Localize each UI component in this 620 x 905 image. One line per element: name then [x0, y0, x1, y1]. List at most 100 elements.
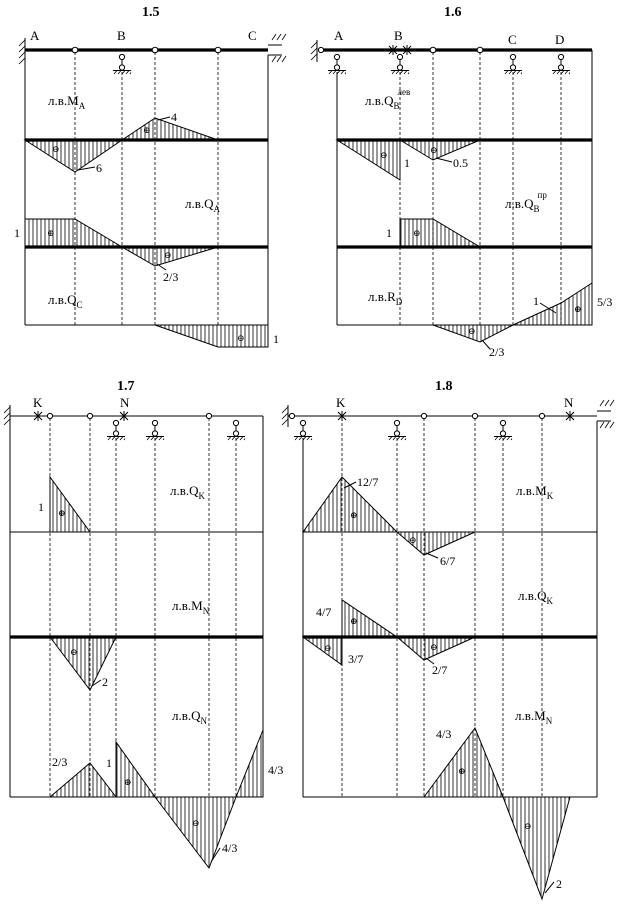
value-label: 1 — [404, 156, 410, 170]
diagram-area-negative — [502, 796, 571, 901]
diagram-label-rd: л.в.RD — [368, 289, 403, 307]
svg-text:⊖: ⊖ — [52, 144, 60, 154]
hinge — [471, 412, 479, 420]
diagram-label-qn: л.в.QN — [172, 708, 208, 726]
diagram-label-qb-left: л.в.QBлев — [365, 87, 410, 111]
diagram-area-positive — [423, 726, 504, 798]
panel-title: 1.6 — [444, 5, 462, 20]
diagram-area-negative — [154, 324, 269, 348]
svg-text:⊖: ⊖ — [192, 818, 200, 828]
diagram-label-qa: л.в.QA — [185, 196, 221, 214]
value-label: 0.5 — [453, 156, 468, 170]
diagram-area-positive — [115, 740, 156, 798]
value-label: 1 — [533, 294, 539, 308]
node-label-c: C — [248, 28, 257, 43]
hinge — [205, 412, 213, 420]
hinge — [476, 46, 484, 54]
svg-text:⊕: ⊕ — [58, 508, 66, 518]
diagram-area-negative — [395, 531, 476, 556]
node-label-a: A — [334, 28, 344, 43]
node-label-k: K — [336, 395, 346, 410]
value-label: 1 — [106, 756, 112, 770]
pin-support — [293, 419, 313, 441]
pin-support — [493, 419, 513, 441]
panel-1-5: 1.5 A B C ⊖ ⊕ л.в.MA 4 6 — [14, 5, 287, 348]
hinge — [214, 46, 222, 54]
diagram-area-negative — [335, 139, 401, 181]
value-label: 2/3 — [163, 270, 178, 284]
diagram-label-qk: л.в.QK — [518, 588, 554, 606]
pin-support — [226, 419, 246, 441]
svg-text:⊖: ⊖ — [409, 535, 417, 545]
svg-text:⊖: ⊖ — [380, 150, 388, 160]
value-label: 4/3 — [268, 763, 283, 777]
diagram-area-negative — [153, 796, 237, 870]
panel-1-7: 1.7 K N ⊕ л.в.QK 1 ⊖ л.в.MN 2 — [3, 379, 283, 870]
value-label: 1 — [273, 332, 279, 346]
diagram-area-negative — [395, 636, 476, 661]
node-label-d: D — [555, 32, 564, 47]
diagram-area-negative — [301, 636, 343, 666]
node-label-k: K — [33, 395, 43, 410]
svg-text:⊖: ⊖ — [468, 326, 476, 336]
pin-support — [551, 53, 571, 75]
value-label: 4/7 — [316, 605, 331, 619]
pin-support — [327, 53, 347, 75]
panel-title: 1.5 — [142, 5, 160, 20]
panel-1-8: 1.8 K N ⊕ ⊖ л.в.MK 12/7 6/7 — [281, 379, 615, 901]
pin-support — [112, 53, 132, 75]
pin-support — [145, 419, 165, 441]
svg-text:⊖: ⊖ — [237, 333, 245, 343]
hinge — [538, 412, 546, 420]
value-label: 6 — [96, 161, 102, 175]
diagram-label-qb-right: л.в.QBпр — [505, 190, 547, 214]
svg-text:⊕: ⊕ — [350, 616, 358, 626]
node-label-n: N — [120, 395, 130, 410]
svg-text:⊕: ⊕ — [413, 228, 421, 238]
svg-text:⊕: ⊕ — [124, 777, 132, 787]
hinge — [86, 412, 94, 420]
value-label: 2 — [102, 675, 108, 689]
value-label: 4 — [171, 110, 177, 124]
diagram-label-qk: л.в.QK — [170, 483, 206, 501]
hinge — [151, 46, 159, 54]
wall-hatching — [18, 39, 26, 65]
svg-text:⊖: ⊖ — [324, 643, 332, 653]
value-label: 4/3 — [436, 727, 451, 741]
value-label: 2/7 — [432, 663, 447, 677]
hinge — [71, 46, 79, 54]
panel-title: 1.8 — [435, 379, 453, 394]
pin-support — [387, 419, 407, 441]
panel-1-6: 1.6 A B C D ⊖ ⊖ л.в.QBлев 1 0.5 — [310, 5, 612, 359]
node-label-b: B — [117, 28, 126, 43]
node-label-c: C — [508, 32, 517, 47]
pin-support — [390, 53, 410, 75]
svg-text:⊖: ⊖ — [430, 642, 438, 652]
diagram-area-positive — [49, 475, 91, 533]
node-label-a: A — [30, 28, 40, 43]
svg-text:⊕: ⊕ — [47, 228, 55, 238]
diagram-area-positive — [399, 218, 482, 248]
svg-text:⊖: ⊖ — [164, 250, 172, 260]
panel-title: 1.7 — [117, 379, 135, 394]
svg-text:⊖: ⊖ — [430, 145, 438, 155]
diagram-area-negative — [398, 139, 481, 161]
value-label: 6/7 — [440, 554, 455, 568]
hinge — [46, 412, 54, 420]
diagram-area-positive — [302, 476, 399, 533]
svg-text:⊕: ⊕ — [143, 125, 151, 135]
value-label: 2/3 — [489, 345, 504, 359]
diagram-area-positive — [120, 117, 219, 141]
svg-text:⊕: ⊕ — [458, 766, 466, 776]
diagram-area-positive — [235, 729, 264, 798]
svg-text:⊖: ⊖ — [524, 821, 532, 831]
diagram-label-ma: л.в.MA — [48, 93, 86, 111]
diagram-area-positive — [512, 282, 593, 326]
diagram-area-negative — [48, 636, 117, 691]
diagram-label-mk: л.в.MK — [516, 483, 554, 501]
diagram-area-positive — [24, 218, 124, 248]
svg-text:⊖: ⊖ — [70, 647, 78, 657]
value-label: 2/3 — [52, 755, 67, 769]
pin-support — [503, 53, 523, 75]
node-label-n: N — [564, 395, 574, 410]
